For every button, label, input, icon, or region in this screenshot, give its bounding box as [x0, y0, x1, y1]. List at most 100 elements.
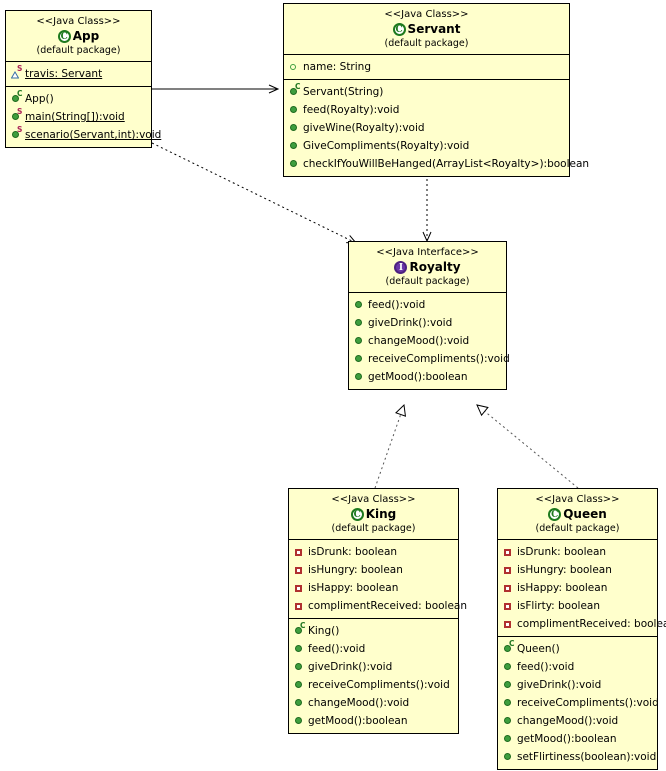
public-method-icon [289, 103, 300, 116]
field-compartment-queen: isDrunk: boolean isHungry: boolean isHap… [498, 540, 666, 637]
method-row[interactable]: changeMood():void [349, 332, 506, 350]
field-label: isFlirty: boolean [517, 600, 601, 612]
method-compartment-app: C App() S main(String[]):void S scenario… [6, 87, 161, 147]
class-box-queen[interactable]: <<Java Class>> C Queen (default package)… [497, 488, 666, 770]
method-row[interactable]: giveDrink():void [498, 676, 657, 694]
private-field-icon [503, 617, 514, 630]
package-field-icon: S [11, 65, 22, 80]
field-row[interactable]: isDrunk: boolean [289, 543, 458, 561]
field-row[interactable]: isHungry: boolean [498, 561, 657, 579]
method-row[interactable]: S main(String[]):void [6, 108, 151, 126]
method-row[interactable]: C Queen() [498, 640, 657, 658]
private-field-icon [294, 581, 305, 594]
method-label: feed():void [517, 661, 575, 673]
field-row[interactable]: S travis: Servant [6, 65, 151, 83]
field-compartment-king: isDrunk: boolean isHungry: boolean isHap… [289, 540, 467, 619]
public-method-icon [294, 714, 305, 727]
method-row[interactable]: C Servant(String) [284, 83, 569, 101]
method-row[interactable]: giveDrink():void [289, 658, 458, 676]
method-label: Queen() [517, 643, 560, 655]
public-method-icon [289, 139, 300, 152]
field-row[interactable]: complimentReceived: boolean [498, 615, 666, 633]
method-row[interactable]: feed():void [349, 296, 506, 314]
field-row[interactable]: isHappy: boolean [289, 579, 458, 597]
public-method-icon: C [11, 89, 23, 105]
public-method-icon [294, 660, 305, 673]
method-row[interactable]: feed():void [289, 640, 458, 658]
method-label: feed():void [368, 299, 426, 311]
private-field-icon [503, 545, 514, 558]
method-row[interactable]: giveWine(Royalty):void [284, 119, 569, 137]
field-row[interactable]: complimentReceived: boolean [289, 597, 467, 615]
public-method-icon [354, 298, 365, 311]
method-row[interactable]: getMood():boolean [349, 368, 506, 386]
method-row[interactable]: getMood():boolean [289, 712, 458, 730]
method-row[interactable]: feed():void [498, 658, 657, 676]
method-row[interactable]: C King() [289, 622, 458, 640]
constructor-marker: C [17, 89, 23, 98]
public-method-icon: C [289, 83, 301, 98]
class-stereotype: <<Java Class>> [384, 9, 469, 20]
public-method-icon [503, 714, 514, 727]
field-label: isDrunk: boolean [517, 546, 607, 558]
public-method-icon [294, 642, 305, 655]
java-class-icon: C [57, 30, 71, 43]
method-row[interactable]: changeMood():void [289, 694, 458, 712]
method-row[interactable]: S scenario(Servant,int):void [6, 126, 161, 144]
public-method-icon [354, 370, 365, 383]
public-method-icon [294, 678, 305, 691]
class-header-servant: <<Java Class>> C Servant (default packag… [284, 4, 569, 55]
class-box-app[interactable]: <<Java Class>> C App (default package) S… [5, 10, 161, 148]
class-name: Queen [563, 507, 607, 521]
constructor-marker: C [509, 639, 515, 648]
method-row[interactable]: getMood():boolean [498, 730, 657, 748]
interface-package: (default package) [385, 276, 470, 287]
public-method-icon: S [11, 108, 22, 123]
interface-box-royalty[interactable]: <<Java Interface>> I Royalty (default pa… [348, 241, 510, 390]
class-stereotype: <<Java Class>> [331, 494, 416, 505]
class-stereotype: <<Java Class>> [36, 16, 121, 27]
method-label: giveDrink():void [368, 317, 453, 329]
class-box-king[interactable]: <<Java Class>> C King (default package) … [288, 488, 467, 734]
constructor-marker: C [300, 621, 306, 630]
method-row[interactable]: giveDrink():void [349, 314, 506, 332]
java-interface-icon: I [394, 261, 408, 274]
public-method-icon [294, 696, 305, 709]
public-method-icon [503, 750, 514, 763]
class-box-servant[interactable]: <<Java Class>> C Servant (default packag… [283, 3, 589, 177]
field-row[interactable]: name: String [284, 58, 569, 76]
method-row[interactable]: feed(Royalty):void [284, 101, 569, 119]
java-class-icon: C [350, 508, 364, 521]
method-label: feed():void [308, 643, 366, 655]
method-row[interactable]: GiveCompliments(Royalty):void [284, 137, 569, 155]
class-header-king: <<Java Class>> C King (default package) [289, 489, 458, 540]
field-label: complimentReceived: boolean [517, 618, 666, 630]
edge-queen-implements-royalty [476, 404, 579, 489]
class-name: King [365, 507, 397, 521]
method-row[interactable]: checkIfYouWillBeHanged(ArrayList<Royalty… [284, 155, 589, 173]
field-row[interactable]: isHungry: boolean [289, 561, 458, 579]
method-label: changeMood():void [308, 697, 410, 709]
class-package: (default package) [36, 45, 121, 56]
field-row[interactable]: isDrunk: boolean [498, 543, 657, 561]
class-header-queen: <<Java Class>> C Queen (default package) [498, 489, 657, 540]
field-label: isHungry: boolean [308, 564, 403, 576]
method-row[interactable]: changeMood():void [498, 712, 657, 730]
public-method-icon [503, 696, 514, 709]
field-row[interactable]: isHappy: boolean [498, 579, 657, 597]
public-method-icon [354, 334, 365, 347]
method-label: receiveCompliments():void [517, 697, 659, 709]
method-row[interactable]: C App() [6, 90, 151, 108]
method-row[interactable]: receiveCompliments():void [289, 676, 458, 694]
field-label: isHappy: boolean [308, 582, 399, 594]
method-row[interactable]: receiveCompliments():void [498, 694, 659, 712]
method-label: giveWine(Royalty):void [303, 122, 425, 134]
field-row[interactable]: isFlirty: boolean [498, 597, 657, 615]
class-header-app: <<Java Class>> C App (default package) [6, 11, 151, 62]
method-row[interactable]: setFlirtiness(boolean):void [498, 748, 657, 766]
method-label: giveDrink():void [308, 661, 393, 673]
public-method-icon [503, 732, 514, 745]
public-method-icon [503, 678, 514, 691]
method-row[interactable]: receiveCompliments():void [349, 350, 510, 368]
method-label: getMood():boolean [308, 715, 408, 727]
